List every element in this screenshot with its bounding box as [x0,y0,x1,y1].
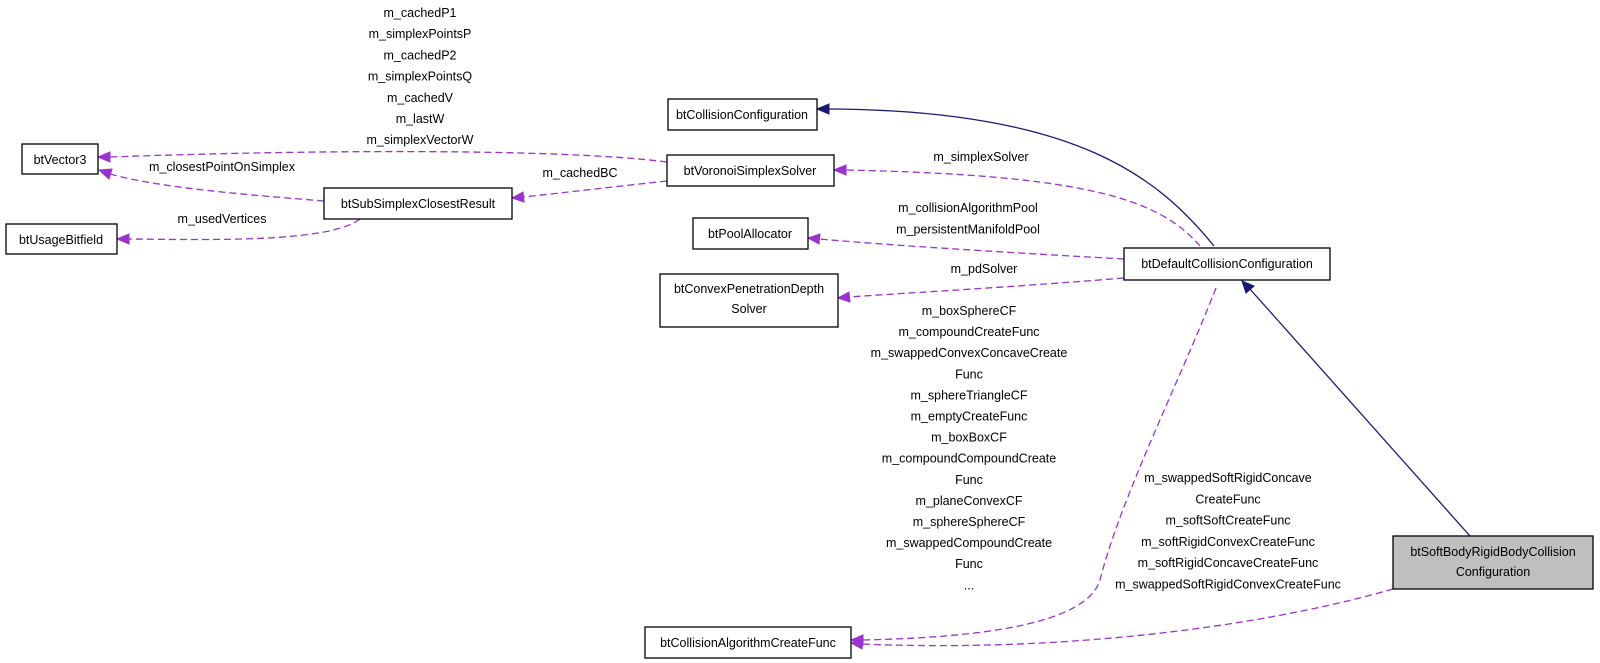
edge-label-line: m_sphereSphereCF [913,515,1026,529]
edge-label-line: m_cachedBC [542,166,617,180]
edge-label-default-to-voronoi: m_simplexSolver [933,150,1028,164]
arrowhead-usage [96,151,111,163]
node-label: btSubSimplexClosestResult [341,197,496,211]
edge-label-line: m_softRigidConcaveCreateFunc [1138,556,1319,570]
node-btcollisionconfiguration[interactable]: btCollisionConfiguration [667,98,818,131]
edge-label-line: CreateFunc [1195,492,1260,506]
arrowhead-inherit [815,103,830,115]
edge-label-line: m_cachedV [387,91,454,105]
edge-label-line: m_simplexPointsP [369,27,472,41]
node-label: btVoronoiSimplexSolver [684,164,817,178]
node-label: btDefaultCollisionConfiguration [1141,257,1313,271]
node-label-line-2: Configuration [1456,565,1530,579]
arrowhead-usage [836,291,851,303]
node-label: btUsageBitfield [19,233,103,247]
edge-default-inherits-collision-configuration [827,108,1215,247]
node-btvector3[interactable]: btVector3 [21,143,99,175]
node-label-line-1: btConvexPenetrationDepth [674,282,824,296]
edge-label-line: m_lastW [396,112,445,126]
node-label: btPoolAllocator [708,227,792,241]
edge-label-line: m_softSoftCreateFunc [1165,514,1290,528]
edge-label-line: ... [964,578,974,592]
arrowhead-usage [97,168,113,180]
edge-label-line: m_swappedConvexConcaveCreate [871,346,1068,360]
edge-label-subsimplex-to-vector3: m_closestPointOnSimplex [149,160,296,174]
edge-label-line: m_emptyCreateFunc [911,410,1028,424]
edge-softbody-uses-createfunc [861,588,1394,647]
edge-label-line: m_boxSphereCF [922,304,1017,318]
edge-default-uses-pendepth [848,277,1125,298]
edge-label-line: m_compoundCompoundCreate [882,452,1056,466]
edge-label-voronoi-to-subsimplex: m_cachedBC [542,166,617,180]
edge-label-line: Func [955,367,983,381]
edge-label-line: m_closestPointOnSimplex [149,160,296,174]
edge-softbody-inherits-default [1248,287,1471,537]
edge-label-line: m_sphereTriangleCF [911,388,1028,402]
edge-label-line: m_boxBoxCF [931,431,1007,445]
edge-label-line: m_swappedCompoundCreate [886,536,1052,550]
node-btcollisionalgorithmcreatefunc[interactable]: btCollisionAlgorithmCreateFunc [644,626,852,659]
arrowhead-usage [510,191,525,203]
arrowhead-inherit [1241,280,1255,294]
arrowhead-usage [832,164,847,176]
edge-label-subsimplex-to-usagebitfield: m_usedVertices [178,212,267,226]
node-label: btCollisionConfiguration [676,108,808,122]
node-label: btVector3 [34,153,87,167]
edge-label-line: m_swappedSoftRigidConvexCreateFunc [1115,578,1341,592]
edge-subsimplex-uses-vector3 [109,173,325,202]
edge-label-line: m_swappedSoftRigidConcave [1144,471,1312,485]
edge-label-line: m_persistentManifoldPool [896,223,1040,237]
edge-label-line: m_usedVertices [178,212,267,226]
edge-default-uses-voronoi [844,169,1201,247]
edge-label-line: Func [955,557,983,571]
edge-label-line: m_simplexVectorW [367,133,474,147]
node-label-line-2: Solver [731,302,766,316]
edge-label-line: m_collisionAlgorithmPool [898,201,1038,215]
node-btconvexpenetrationdepthsolver[interactable]: btConvexPenetrationDepth Solver [659,273,839,328]
edge-label-default-to-pendepth: m_pdSolver [951,262,1018,276]
node-btvoronoisimplexsolver[interactable]: btVoronoiSimplexSolver [666,154,835,187]
edge-label-voronoi-to-vector3: m_cachedP1 m_simplexPointsP m_cachedP2 m_si… [367,6,474,147]
edge-label-line: m_cachedP1 [384,6,457,20]
node-btsubsimplexclosestresult[interactable]: btSubSimplexClosestResult [323,187,513,220]
edge-label-line: m_compoundCreateFunc [898,325,1039,339]
edge-voronoi-uses-vector3 [109,150,668,163]
node-btusagebitfield[interactable]: btUsageBitfield [5,223,118,255]
edge-label-line: m_softRigidConvexCreateFunc [1141,535,1315,549]
edge-default-uses-createfunc [861,287,1217,641]
edge-default-uses-pool [818,238,1125,260]
node-btpoolallocator[interactable]: btPoolAllocator [692,217,809,250]
edge-label-line: m_cachedP2 [384,48,457,62]
arrowhead-usage [115,233,130,245]
edge-label-default-to-createfunc: m_boxSphereCF m_compoundCreateFunc m_swapp… [871,304,1068,592]
arrowhead-usage [806,233,821,245]
edge-subsimplex-uses-usagebitfield [127,218,361,241]
node-label: btCollisionAlgorithmCreateFunc [660,636,836,650]
edge-label-line: m_simplexSolver [933,150,1028,164]
edge-label-line: m_simplexPointsQ [368,70,472,84]
edge-voronoi-uses-subsimplex [522,180,668,198]
edge-label-line: Func [955,473,983,487]
edge-label-line: m_planeConvexCF [916,494,1023,508]
edge-label-line: m_pdSolver [951,262,1018,276]
node-label-line-1: btSoftBodyRigidBodyCollision [1410,545,1575,559]
node-btsoftbodyrigidbodycollisionconfiguration[interactable]: btSoftBodyRigidBodyCollision Configurati… [1392,535,1594,590]
edge-label-default-to-pool: m_collisionAlgorithmPool m_persistentMani… [896,201,1040,237]
arrowhead-usage [849,638,864,650]
node-btdefaultcollisionconfiguration[interactable]: btDefaultCollisionConfiguration [1123,247,1331,281]
